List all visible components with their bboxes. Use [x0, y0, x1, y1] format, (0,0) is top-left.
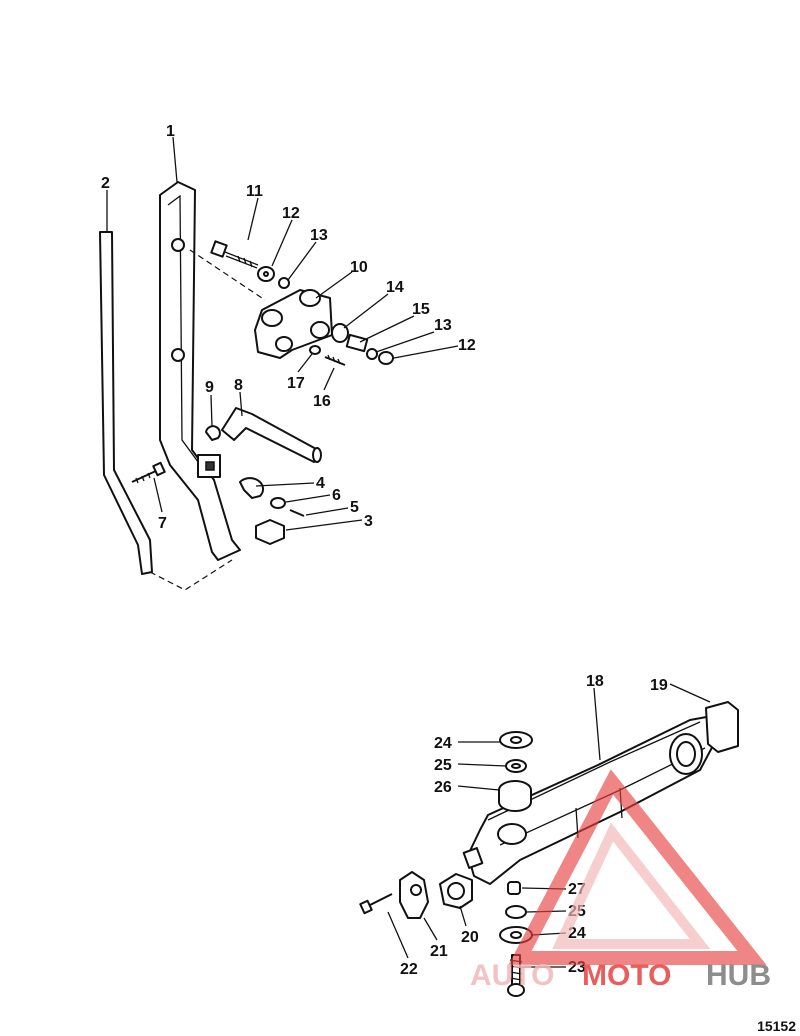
callout-3: 3 [364, 513, 373, 530]
leaders-upper [106, 136, 459, 531]
callout-8: 8 [234, 377, 243, 394]
callout-24-upper: 24 [434, 735, 452, 752]
part-2-rod [99, 231, 153, 575]
upper-assembly [99, 181, 394, 591]
callout-7: 7 [158, 515, 167, 532]
watermark-text-hub: HUB [706, 959, 771, 992]
part-19-block [705, 701, 739, 753]
callout-26: 26 [434, 779, 452, 796]
callout-labels: 1 2 3 4 5 6 7 8 9 10 11 12 13 14 15 16 1… [101, 123, 668, 978]
callout-13-upper: 13 [310, 227, 328, 244]
callout-2: 2 [101, 175, 110, 192]
watermark-text-auto: AUTO [470, 959, 554, 992]
callout-25-upper: 25 [434, 757, 452, 774]
part-11-bolt [210, 240, 259, 269]
callout-22: 22 [400, 961, 418, 978]
callout-20: 20 [461, 929, 479, 946]
callout-6: 6 [332, 487, 341, 504]
callout-15: 15 [412, 301, 430, 318]
callout-1: 1 [166, 123, 175, 140]
watermark-text-moto: MOTO [582, 959, 671, 992]
callout-4: 4 [316, 475, 325, 492]
callout-12-upper: 12 [282, 205, 300, 222]
callout-18: 18 [586, 673, 604, 690]
callout-11: 11 [246, 183, 263, 200]
part-10-bracket [254, 289, 333, 359]
callout-21: 21 [430, 943, 448, 960]
callout-17: 17 [287, 375, 305, 392]
part-1-arm [159, 181, 241, 561]
part-8-hose [221, 407, 319, 463]
callout-13-lower: 13 [434, 317, 452, 334]
callout-24-lower: 24 [568, 925, 586, 942]
watermark-triangle-icon [508, 769, 767, 965]
callout-5: 5 [350, 499, 359, 516]
callout-19: 19 [650, 677, 668, 694]
callout-14: 14 [386, 279, 404, 296]
callout-16: 16 [313, 393, 331, 410]
callout-10: 10 [350, 259, 368, 276]
part-3-block [255, 519, 285, 545]
callout-12-lower: 12 [458, 337, 476, 354]
callout-9: 9 [205, 379, 214, 396]
figure-number: 15152 [757, 1018, 796, 1034]
watermark-logo: AUTO MOTO HUB [470, 769, 771, 992]
